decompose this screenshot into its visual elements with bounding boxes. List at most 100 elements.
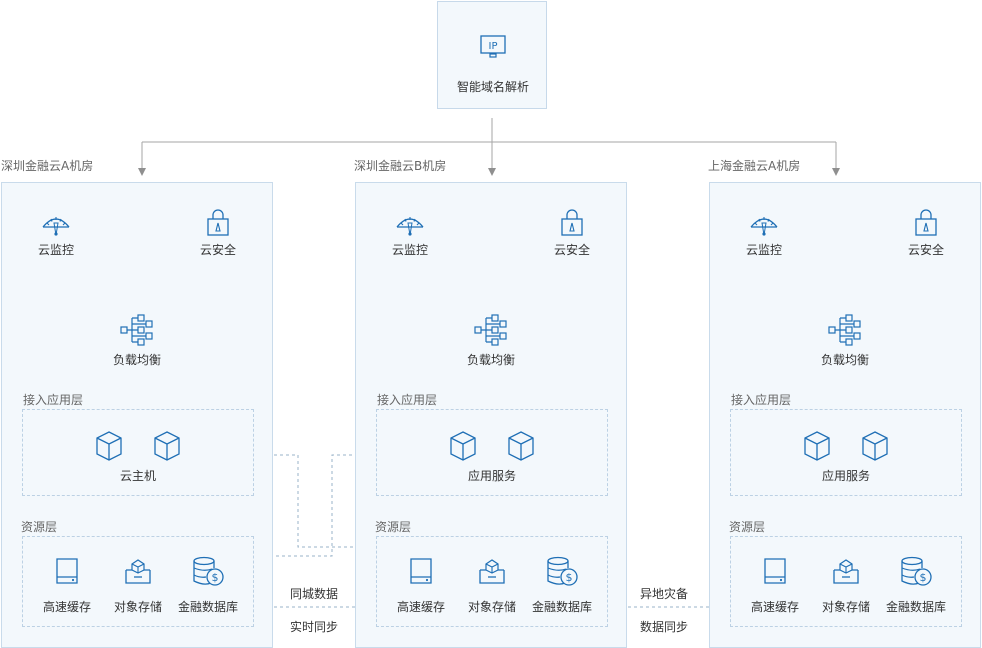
access-label: 应用服务: [821, 469, 870, 483]
access-layer-box: [730, 409, 962, 496]
object-storage-icon: [479, 559, 505, 584]
cloud-security-label: 云安全: [907, 243, 944, 257]
load-balancer-icon: [828, 314, 861, 346]
datacenter-title: 深圳金融云B机房: [354, 159, 447, 173]
resource-layer-title: 资源层: [375, 520, 412, 534]
resource-layer-box: [22, 536, 254, 627]
svg-text:$: $: [566, 571, 573, 584]
resource-layer-box: [376, 536, 608, 627]
lock-icon: [561, 209, 583, 236]
sync-local-line2: 实时同步: [290, 620, 339, 634]
compute-cube-1: [803, 430, 831, 462]
storage-db-node: $ 金融数据库: [172, 556, 244, 615]
cloud-monitor-label: 云监控: [391, 243, 428, 257]
resource-layer-box: [730, 536, 962, 627]
server-cube-icon: [450, 431, 476, 461]
sync-remote-line2: 数据同步: [640, 620, 689, 634]
datacenter-panel: [355, 182, 627, 648]
compute-cube-1: [95, 430, 123, 462]
compute-cube-2: [153, 430, 181, 462]
gauge-icon: [396, 217, 424, 236]
compute-cube-1: [449, 430, 477, 462]
svg-text:$: $: [920, 571, 927, 584]
storage-db-label: 金融数据库: [531, 600, 592, 614]
storage-object-label: 对象存储: [467, 600, 516, 614]
server-cube-icon: [804, 431, 830, 461]
cloud-security-label: 云安全: [553, 243, 590, 257]
sync-access-b-to-a: [258, 451, 374, 560]
database-icon: $: [547, 556, 578, 586]
resource-layer-title: 资源层: [729, 520, 766, 534]
access-layer-title: 接入应用层: [731, 393, 792, 407]
sync-local-line1: 同城数据: [290, 587, 339, 601]
storage-cache-label: 高速缓存: [396, 600, 445, 614]
storage-object-label: 对象存储: [113, 600, 162, 614]
storage-cache-node: 高速缓存: [745, 556, 805, 615]
load-balancer-node: 负载均衡: [97, 314, 177, 368]
gauge-icon: [750, 217, 778, 236]
cache-disk-icon: [764, 558, 786, 584]
storage-cache-label: 高速缓存: [750, 600, 799, 614]
cache-disk-icon: [410, 558, 432, 584]
server-cube-icon: [96, 431, 122, 461]
resource-layer-title: 资源层: [21, 520, 58, 534]
datacenter-panel: [1, 182, 273, 648]
access-layer-title: 接入应用层: [377, 393, 438, 407]
storage-db-node: $ 金融数据库: [880, 556, 952, 615]
lock-icon: [207, 209, 229, 236]
datacenter-title: 上海金融云A机房: [708, 159, 801, 173]
load-balancer-label: 负载均衡: [466, 353, 515, 367]
storage-cache-node: 高速缓存: [391, 556, 451, 615]
compute-cube-2: [861, 430, 889, 462]
sync-access-a-to-b: [258, 451, 374, 551]
server-cube-icon: [508, 431, 534, 461]
cloud-monitor-label: 云监控: [37, 243, 74, 257]
storage-db-node: $ 金融数据库: [526, 556, 598, 615]
svg-text:IP: IP: [489, 41, 498, 52]
server-cube-icon: [154, 431, 180, 461]
storage-object-node: 对象存储: [108, 556, 168, 615]
access-layer-box: [22, 409, 254, 496]
load-balancer-icon: [474, 314, 507, 346]
access-label: 云主机: [119, 469, 156, 483]
cloud-monitor-node: 云监控: [380, 211, 440, 258]
cloud-security-node: 云安全: [542, 209, 602, 258]
load-balancer-node: 负载均衡: [805, 314, 885, 368]
storage-object-label: 对象存储: [821, 600, 870, 614]
object-storage-icon: [833, 559, 859, 584]
ip-address-icon: IP: [480, 35, 506, 58]
load-balancer-label: 负载均衡: [820, 353, 869, 367]
sync-remote-line1: 异地灾备: [640, 587, 689, 601]
gauge-icon: [42, 217, 70, 236]
access-layer-box: [376, 409, 608, 496]
cloud-monitor-label: 云监控: [745, 243, 782, 257]
datacenter-title: 深圳金融云A机房: [1, 159, 94, 173]
storage-object-node: 对象存储: [462, 556, 522, 615]
load-balancer-icon: [120, 314, 153, 346]
svg-text:$: $: [212, 571, 219, 584]
cache-disk-icon: [56, 558, 78, 584]
database-icon: $: [193, 556, 224, 586]
datacenter-panel: [709, 182, 981, 648]
load-balancer-label: 负载均衡: [112, 353, 161, 367]
server-cube-icon: [862, 431, 888, 461]
access-label: 应用服务: [467, 469, 516, 483]
cloud-monitor-node: 云监控: [26, 211, 86, 258]
database-icon: $: [901, 556, 932, 586]
storage-db-label: 金融数据库: [177, 600, 238, 614]
cloud-monitor-node: 云监控: [734, 211, 794, 258]
cloud-security-node: 云安全: [188, 209, 248, 258]
dns-box: IP 智能域名解析: [437, 1, 547, 109]
cloud-security-node: 云安全: [896, 209, 956, 258]
access-layer-title: 接入应用层: [23, 393, 84, 407]
dns-label: 智能域名解析: [456, 80, 529, 94]
compute-cube-2: [507, 430, 535, 462]
load-balancer-node: 负载均衡: [451, 314, 531, 368]
object-storage-icon: [125, 559, 151, 584]
lock-icon: [915, 209, 937, 236]
storage-cache-node: 高速缓存: [37, 556, 97, 615]
cloud-security-label: 云安全: [199, 243, 236, 257]
storage-object-node: 对象存储: [816, 556, 876, 615]
storage-cache-label: 高速缓存: [42, 600, 91, 614]
storage-db-label: 金融数据库: [885, 600, 946, 614]
